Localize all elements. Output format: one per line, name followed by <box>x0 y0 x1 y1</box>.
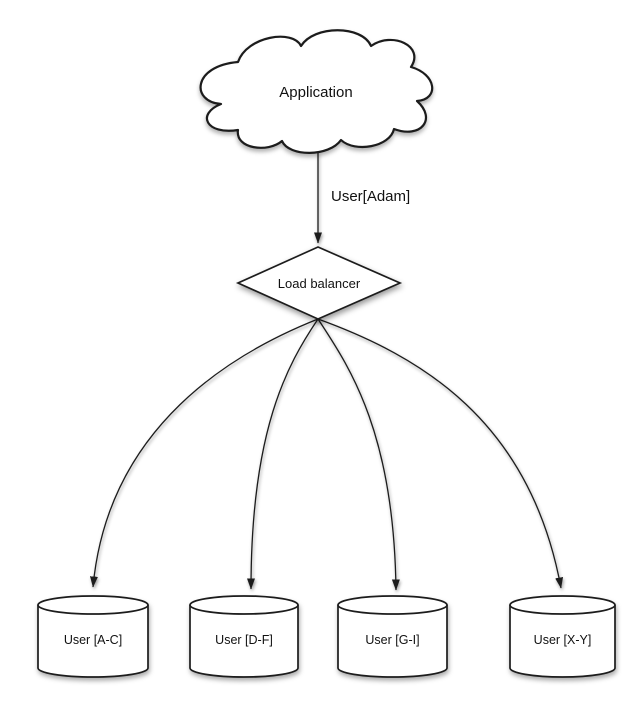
shard-node-a-c: User [A-C] <box>37 595 149 678</box>
load-balancer-shape <box>235 246 403 320</box>
edge-lb-to-shard-d-f <box>247 318 319 590</box>
application-label: Application <box>279 84 352 101</box>
cylinder-body <box>337 605 448 678</box>
shard-label-g-i: User [G-I] <box>365 633 419 647</box>
cylinder-top <box>189 595 299 615</box>
edge-lb-to-shard-g-i <box>317 318 400 591</box>
shard-node-g-i: User [G-I] <box>337 595 448 678</box>
cloud-shape <box>199 29 434 154</box>
shard-node-d-f: User [D-F] <box>189 595 299 678</box>
shard-label-a-c: User [A-C] <box>64 633 122 647</box>
cylinder-top <box>37 595 149 615</box>
edge-lb-to-shard-a-c <box>89 318 319 588</box>
cylinder-body <box>509 605 616 678</box>
shard-label-d-f: User [D-F] <box>215 633 273 647</box>
application-cloud-node: Application <box>199 29 434 154</box>
cylinder-body <box>189 605 299 678</box>
cylinder-body <box>37 605 149 678</box>
shard-label-x-y: User [X-Y] <box>534 633 592 647</box>
shard-node-x-y: User [X-Y] <box>509 595 616 678</box>
cylinder-top <box>509 595 616 615</box>
load-balancer-node: Load balancer <box>235 246 403 320</box>
cylinder-top <box>337 595 448 615</box>
load-balancer-label: Load balancer <box>278 276 361 291</box>
edge-app-to-lb-label: User[Adam] <box>331 188 410 205</box>
edge-lb-to-shard-x-y <box>317 318 564 589</box>
